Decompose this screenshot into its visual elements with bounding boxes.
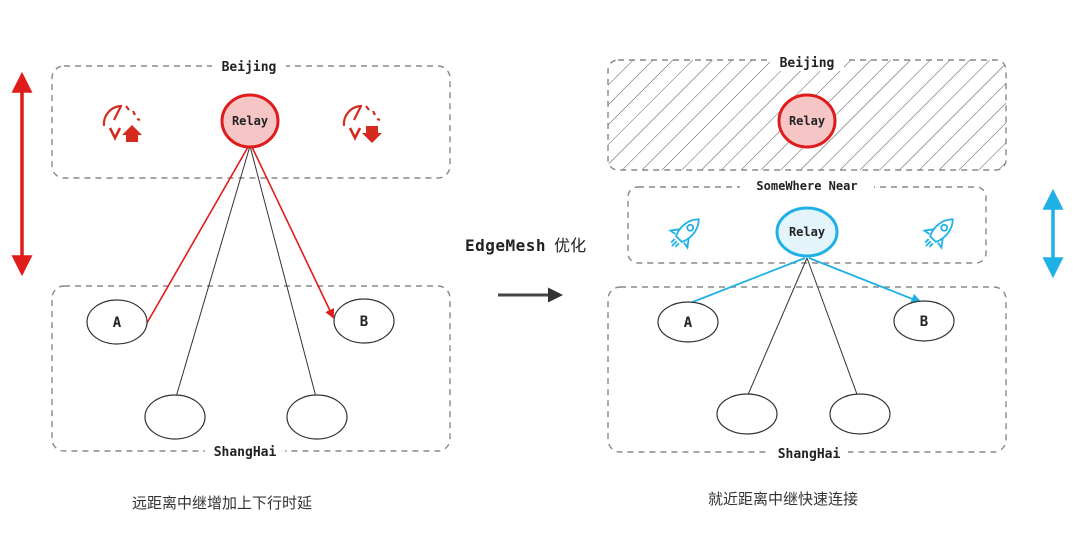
upload-speed-icon xyxy=(102,104,142,142)
node-b-left xyxy=(333,298,395,344)
download-speed-icon xyxy=(342,104,382,143)
edgemesh-label: EdgeMesh 优化 xyxy=(465,232,586,256)
node-b-right xyxy=(893,300,955,342)
right-panel: Beijing Relay SomeWhere Near ShangHai Re… xyxy=(607,53,1064,462)
node-a-left xyxy=(86,299,148,345)
node-b-label-left: B xyxy=(360,314,368,330)
node-a-right xyxy=(657,301,719,343)
node-b-label-right: B xyxy=(920,314,928,330)
node-unnamed-1-right xyxy=(716,393,778,435)
relay-path-a xyxy=(146,146,249,324)
beijing-label-left: Beijing xyxy=(222,60,277,75)
relay-label-beijing-right: Relay xyxy=(789,114,825,128)
rocket-icon xyxy=(668,218,700,250)
rocket-icon xyxy=(922,218,954,250)
beijing-label-right: Beijing xyxy=(780,56,835,71)
relay-node-beijing-right xyxy=(777,93,837,149)
optimize-text: 优化 xyxy=(554,236,587,255)
relay-path-b xyxy=(251,146,335,319)
node-unnamed-2-right xyxy=(829,393,891,435)
shanghai-label-right: ShangHai xyxy=(778,447,841,462)
node-a-label-left: A xyxy=(113,315,122,331)
near-label: SomeWhere Near xyxy=(756,179,857,193)
near-path-a xyxy=(684,257,806,306)
relay-label-near: Relay xyxy=(789,225,825,239)
relay-node-beijing-left xyxy=(220,93,280,149)
relay-node-near xyxy=(775,206,839,258)
edgemesh-name: EdgeMesh xyxy=(465,236,547,255)
left-panel: Beijing ShangHai Relay A B xyxy=(11,57,451,460)
left-caption: 远距离中继增加上下行时延 xyxy=(132,494,313,512)
node-unnamed-1-left xyxy=(144,394,206,440)
right-caption: 就近距离中继快速连接 xyxy=(708,490,859,508)
node-a-label-right: A xyxy=(684,315,693,331)
shanghai-label-left: ShangHai xyxy=(214,445,277,460)
relay-label-left: Relay xyxy=(232,114,268,128)
near-path-b xyxy=(808,257,923,304)
node-unnamed-2-left xyxy=(286,394,348,440)
